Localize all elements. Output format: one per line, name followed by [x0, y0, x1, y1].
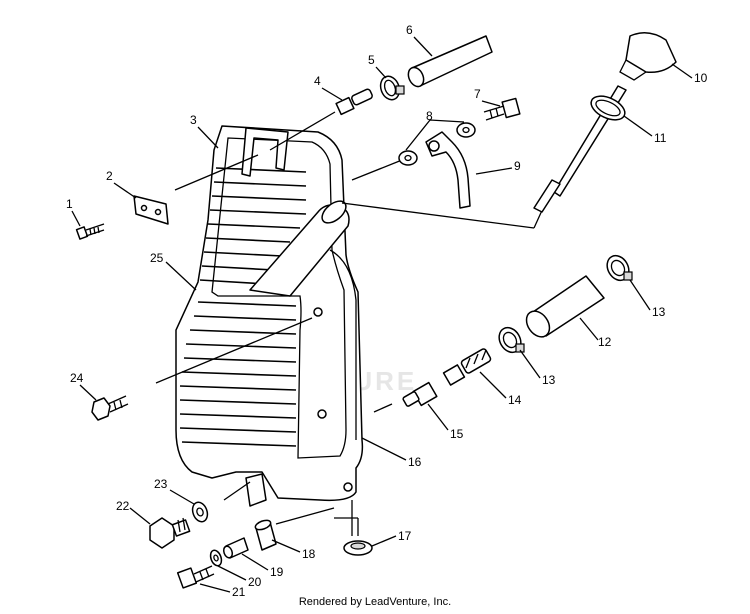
- hose-12: [525, 275, 605, 338]
- callout-24: 24: [70, 371, 84, 385]
- leader-lines: [155, 111, 545, 536]
- bushing-18: [254, 519, 277, 551]
- washer-8: [398, 122, 476, 166]
- hose-clamp-13-upper: [606, 254, 633, 282]
- callout-15: 15: [450, 427, 464, 441]
- drain-boss: [245, 473, 267, 507]
- callout-5: 5: [368, 53, 375, 67]
- callout-18: 18: [302, 547, 316, 561]
- mount-hole-middle: [317, 409, 327, 419]
- callout-6: 6: [406, 23, 413, 37]
- callout-25: 25: [150, 251, 164, 265]
- callout-7: 7: [474, 87, 481, 101]
- footer-credit: Rendered by LeadVenture, Inc.: [298, 596, 452, 608]
- callout-22: 22: [116, 499, 130, 513]
- callout-10: 10: [694, 71, 708, 85]
- bolt-21: [176, 565, 215, 589]
- callout-16: 16: [408, 455, 422, 469]
- dipstick-10: [533, 32, 677, 213]
- oil-tank: [175, 125, 364, 507]
- tank-face: [211, 137, 347, 459]
- callout-13b: 13: [542, 373, 556, 387]
- callout-2: 2: [106, 169, 113, 183]
- callout-20: 20: [248, 575, 262, 589]
- callout-leaders: [71, 36, 693, 593]
- mount-hole-upper: [313, 307, 323, 317]
- callout-14: 14: [508, 393, 522, 407]
- callout-9: 9: [514, 159, 521, 173]
- washer-8-leader: [405, 119, 465, 151]
- callout-13: 13: [652, 305, 666, 319]
- hose-6: [407, 35, 493, 88]
- bracket-2: [133, 195, 169, 225]
- washer-23: [191, 501, 209, 523]
- grommet-17: [343, 540, 373, 556]
- mount-hole-lower: [343, 482, 353, 492]
- hose-clamp-5: [379, 75, 405, 101]
- callout-11: 11: [654, 131, 667, 145]
- callout-labels: 1 2 3 4 5 6 7 8 9 10 11 12 13 13 14 15 1…: [66, 23, 708, 599]
- callout-1: 1: [66, 197, 73, 211]
- washer-20: [209, 549, 223, 567]
- bracket-hole: [140, 204, 148, 212]
- drain-plug-22: [149, 517, 191, 549]
- bracket-hole: [154, 208, 162, 216]
- tank-strap: [241, 127, 289, 177]
- tank-side-flange: [329, 249, 357, 440]
- fitting-15: [402, 381, 438, 407]
- screw-7: [483, 97, 521, 121]
- callout-4: 4: [314, 74, 321, 88]
- o-ring-11-inner: [595, 99, 621, 117]
- tank-body: [175, 125, 364, 502]
- callout-19: 19: [270, 565, 284, 579]
- bolt-24: [91, 395, 129, 421]
- callout-23: 23: [154, 477, 168, 491]
- callout-17: 17: [398, 529, 412, 543]
- spacer-19: [222, 537, 249, 559]
- fitting-14: [442, 348, 492, 386]
- vent-tube-9: [425, 131, 471, 209]
- fitting-4: [335, 88, 373, 116]
- tank-ribs: [179, 167, 307, 447]
- callout-8: 8: [426, 109, 433, 123]
- bolt-1: [75, 223, 105, 240]
- callout-12: 12: [598, 335, 612, 349]
- callout-3: 3: [190, 113, 197, 127]
- callout-21: 21: [232, 585, 246, 599]
- hose-clamp-13-lower: [498, 326, 525, 354]
